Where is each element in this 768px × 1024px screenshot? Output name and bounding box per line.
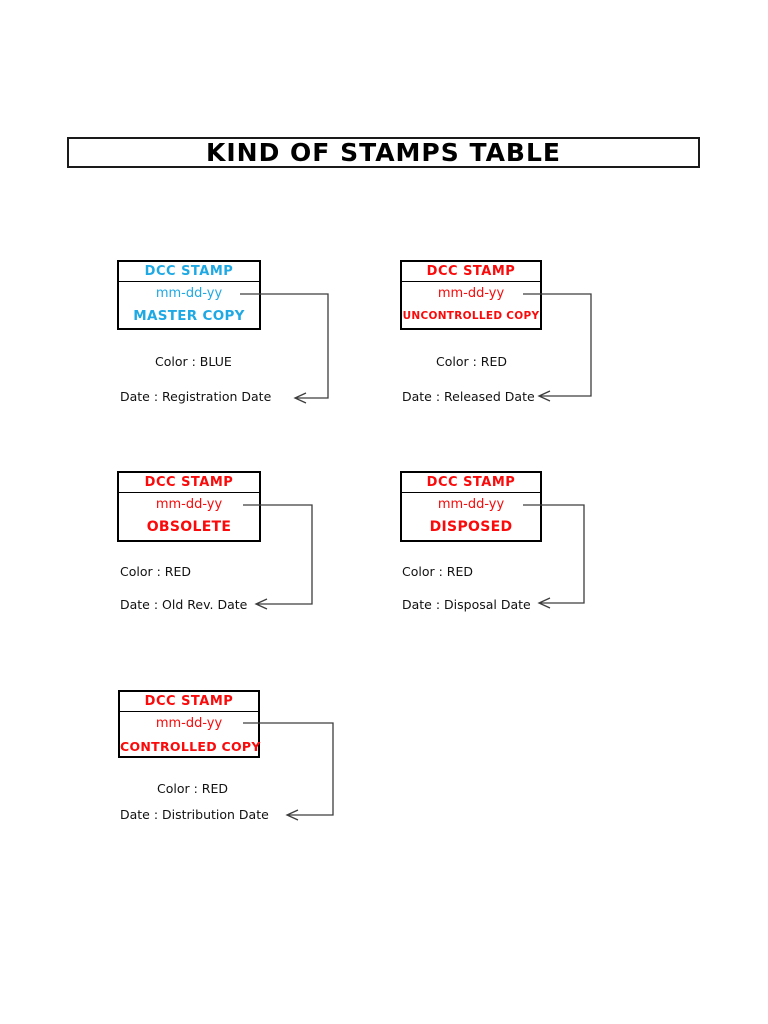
stamp-date-note: Date : Registration Date — [120, 389, 272, 404]
stamp-date-format: mm-dd-yy — [155, 497, 223, 512]
arrow-left-icon — [537, 390, 551, 402]
stamp-date-note: Date : Old Rev. Date — [120, 597, 248, 612]
arrow-left-icon — [537, 597, 551, 609]
stamp-header: DCC STAMP — [402, 262, 540, 282]
stamp-color-note: Color : RED — [157, 781, 229, 796]
stamp-box-master-copy: DCC STAMP mm-dd-yy MASTER COPY — [117, 260, 261, 330]
arrow-left-icon — [293, 392, 307, 404]
stamp-box-obsolete: DCC STAMP mm-dd-yy OBSOLETE — [117, 471, 261, 542]
stamp-date-format: mm-dd-yy — [437, 497, 505, 512]
stamp-date-format: mm-dd-yy — [437, 286, 505, 301]
page-title-box: KIND OF STAMPS TABLE — [67, 137, 700, 168]
stamp-label: OBSOLETE — [146, 519, 232, 535]
stamp-header: DCC STAMP — [120, 692, 258, 712]
stamp-color-note: Color : RED — [120, 564, 192, 579]
page-title: KIND OF STAMPS TABLE — [206, 138, 561, 167]
stamp-label: CONTROLLED COPY — [120, 739, 261, 754]
stamp-color-note: Color : BLUE — [155, 354, 232, 369]
stamp-box-disposed: DCC STAMP mm-dd-yy DISPOSED — [400, 471, 542, 542]
stamp-date-format: mm-dd-yy — [155, 716, 223, 731]
stamp-header: DCC STAMP — [119, 473, 259, 493]
stamp-date-note: Date : Distribution Date — [120, 807, 269, 822]
stamp-header: DCC STAMP — [119, 262, 259, 282]
stamp-date-note: Date : Released Date — [402, 389, 535, 404]
stamp-header: DCC STAMP — [402, 473, 540, 493]
arrow-left-icon — [285, 809, 299, 821]
stamp-color-note: Color : RED — [436, 354, 508, 369]
stamp-color-note: Color : RED — [402, 564, 474, 579]
stamp-box-controlled-copy: DCC STAMP mm-dd-yy CONTROLLED COPY — [118, 690, 260, 758]
stamp-label: UNCONTROLLED COPY — [402, 310, 540, 322]
stamp-date-format: mm-dd-yy — [155, 286, 223, 301]
arrow-left-icon — [254, 598, 268, 610]
stamp-date-note: Date : Disposal Date — [402, 597, 531, 612]
stamp-label: DISPOSED — [429, 519, 513, 535]
stamp-label: MASTER COPY — [133, 308, 245, 324]
stamp-box-uncontrolled-copy: DCC STAMP mm-dd-yy UNCONTROLLED COPY — [400, 260, 542, 330]
